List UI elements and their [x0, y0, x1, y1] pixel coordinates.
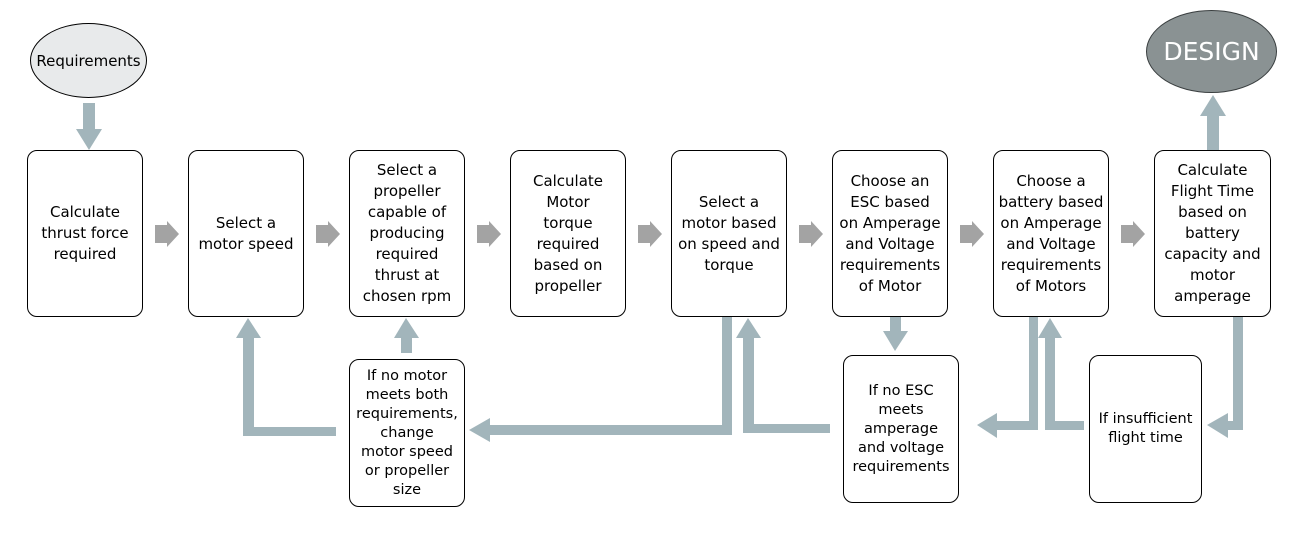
- step-label: Calculate Motor torque required based on…: [532, 171, 604, 295]
- step-label: Select a motor speed: [198, 213, 294, 253]
- chevron-arrow-icon: [316, 221, 340, 247]
- step-select-motor: Select a motor based on speed and torque: [671, 150, 787, 317]
- chevron-arrow-icon: [799, 221, 823, 247]
- design-label: DESIGN: [1163, 37, 1260, 66]
- step-select-motor-speed: Select a motor speed: [188, 150, 304, 317]
- feedback-label: If insufficient flight time: [1098, 411, 1193, 446]
- step-select-propeller: Select a propeller capable of producing …: [349, 150, 465, 317]
- step-label: Select a motor based on speed and torque: [678, 192, 780, 274]
- step-choose-battery: Choose a battery based on Amperage and V…: [993, 150, 1109, 317]
- step-label: Calculate Flight Time based on battery c…: [1164, 161, 1261, 305]
- design-node: DESIGN: [1146, 10, 1277, 93]
- step-label: Choose an ESC based on Amperage and Volt…: [839, 171, 941, 295]
- step-chevrons: [155, 221, 1145, 247]
- arrow-motor-to-feedback-motor: [469, 316, 732, 442]
- arrow-battery-to-feedback-esc: [977, 310, 1038, 438]
- feedback-no-motor: If no motor meets both requirements, cha…: [349, 359, 465, 507]
- step-calculate-thrust: Calculate thrust force required: [27, 150, 143, 317]
- arrow-flight-time-to-feedback-flight: [1207, 312, 1243, 438]
- chevron-arrow-icon: [638, 221, 662, 247]
- step-label: Choose a battery based on Amperage and V…: [998, 171, 1104, 295]
- chevron-arrow-icon: [960, 221, 984, 247]
- chevron-arrow-icon: [155, 221, 179, 247]
- arrow-flight-time-to-design: [1200, 95, 1226, 156]
- arrow-feedback-flight-to-battery: [1038, 318, 1084, 430]
- requirements-node: Requirements: [30, 23, 147, 98]
- arrow-feedback-esc-to-motor: [736, 318, 830, 433]
- arrow-feedback-motor-to-motor-speed: [236, 318, 336, 436]
- step-label: Select a propeller capable of producing …: [362, 161, 452, 305]
- step-calculate-motor-torque: Calculate Motor torque required based on…: [510, 150, 626, 317]
- requirements-label: Requirements: [36, 51, 141, 70]
- chevron-arrow-icon: [1121, 221, 1145, 247]
- step-label: Calculate thrust force required: [41, 203, 129, 263]
- step-choose-esc: Choose an ESC based on Amperage and Volt…: [832, 150, 948, 317]
- feedback-label: If no ESC meets amperage and voltage req…: [852, 382, 950, 475]
- feedback-insufficient-flight-time: If insufficient flight time: [1089, 355, 1202, 503]
- feedback-label: If no motor meets both requirements, cha…: [356, 367, 458, 498]
- arrow-requirements-to-thrust: [76, 103, 102, 150]
- feedback-no-esc: If no ESC meets amperage and voltage req…: [843, 355, 959, 503]
- step-calculate-flight-time: Calculate Flight Time based on battery c…: [1154, 150, 1271, 317]
- arrow-esc-to-feedback-esc: [883, 312, 908, 351]
- chevron-arrow-icon: [477, 221, 501, 247]
- arrow-feedback-motor-to-propeller: [394, 318, 419, 353]
